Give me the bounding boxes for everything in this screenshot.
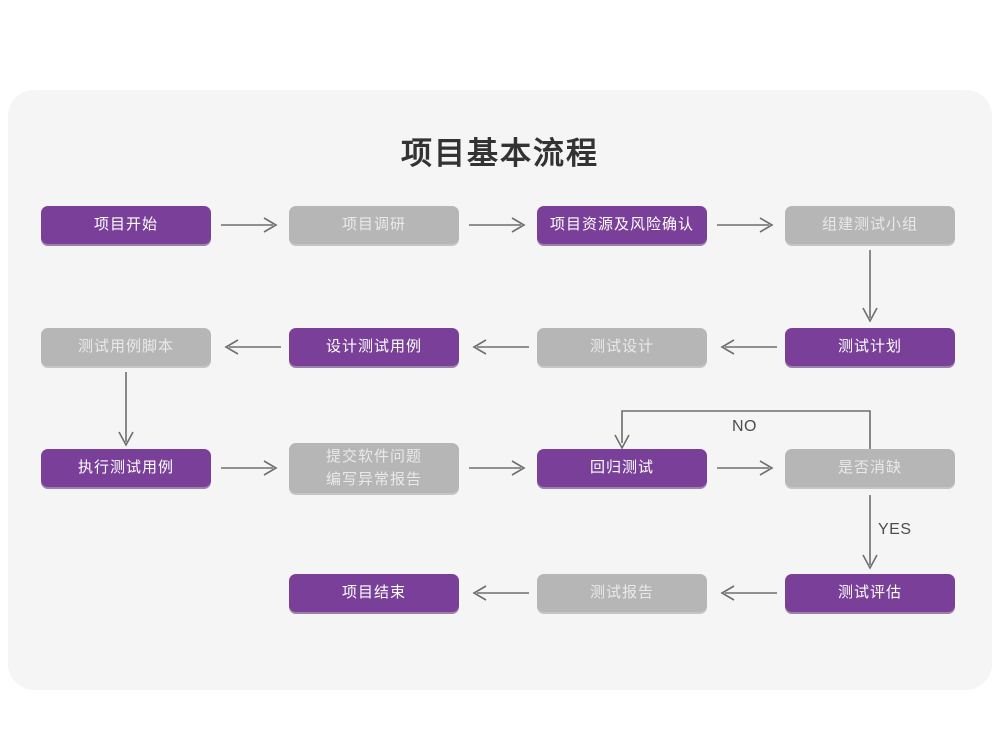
connector-report-to-end	[472, 585, 529, 601]
connector-design-to-case	[472, 339, 529, 355]
connector-submit-to-regression	[469, 460, 526, 476]
node-project-start[interactable]: 项目开始	[41, 206, 211, 244]
connector-regression-to-defect	[717, 460, 774, 476]
node-project-research[interactable]: 项目调研	[289, 206, 459, 244]
connector-research-to-resource	[469, 217, 526, 233]
node-resource-risk-confirm[interactable]: 项目资源及风险确认	[537, 206, 707, 244]
edge-label-no: NO	[732, 418, 757, 435]
node-execute-test-case[interactable]: 执行测试用例	[41, 449, 211, 487]
connector-yes	[862, 495, 878, 570]
node-test-case-script[interactable]: 测试用例脚本	[41, 328, 211, 366]
node-test-design[interactable]: 测试设计	[537, 328, 707, 366]
connector-script-to-execute	[118, 372, 134, 447]
node-test-report[interactable]: 测试报告	[537, 574, 707, 612]
node-defect-cleared[interactable]: 是否消缺	[785, 449, 955, 487]
connector-execute-to-submit	[221, 460, 278, 476]
connector-team-to-plan	[862, 250, 878, 323]
node-regression-test[interactable]: 回归测试	[537, 449, 707, 487]
node-build-test-team[interactable]: 组建测试小组	[785, 206, 955, 244]
node-test-evaluation[interactable]: 测试评估	[785, 574, 955, 612]
connector-case-to-script	[224, 339, 281, 355]
node-project-end[interactable]: 项目结束	[289, 574, 459, 612]
node-test-plan[interactable]: 测试计划	[785, 328, 955, 366]
node-submit-issue-report[interactable]: 提交软件问题 编写异常报告	[289, 443, 459, 493]
connector-no-loop	[614, 410, 871, 450]
page-title: 项目基本流程	[401, 136, 599, 171]
connector-start-to-research	[221, 217, 278, 233]
node-design-test-case[interactable]: 设计测试用例	[289, 328, 459, 366]
edge-label-yes: YES	[878, 521, 912, 538]
connector-evaluation-to-report	[720, 585, 777, 601]
connector-plan-to-design	[720, 339, 777, 355]
connector-resource-to-team	[717, 217, 774, 233]
